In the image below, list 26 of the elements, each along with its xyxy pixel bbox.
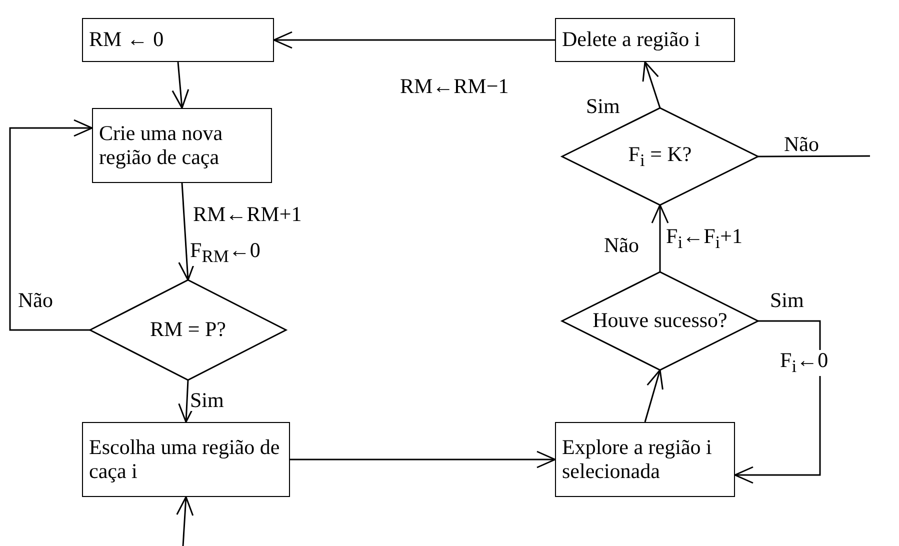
node-text: Crie uma nova região de caça xyxy=(99,122,224,169)
process-box xyxy=(555,18,735,62)
process-box xyxy=(92,108,272,183)
arrow xyxy=(642,61,661,108)
node-text: RM ← 0 xyxy=(89,28,164,52)
node-text: RM = P? xyxy=(150,318,226,342)
edge-label: Sim xyxy=(190,390,224,411)
arrow xyxy=(178,182,196,281)
arrow xyxy=(644,369,664,422)
arrow xyxy=(290,450,556,468)
node-text: F$_{i}$ = K? xyxy=(628,142,692,170)
arrow xyxy=(172,62,190,109)
arrow xyxy=(651,204,669,272)
assignment-label: F$_{i}$←0 xyxy=(780,350,828,376)
process-box xyxy=(555,422,735,497)
arrow xyxy=(734,320,821,484)
node-text: Explore a região i selecionada xyxy=(562,436,713,483)
arrow xyxy=(273,31,555,49)
node-text: Escolha uma região de caça i xyxy=(89,436,281,483)
assignment-label: F$_{RM}$←0 xyxy=(190,240,260,266)
node-text: Delete a região i xyxy=(562,28,700,52)
node-text: Houve sucesso? xyxy=(592,309,728,333)
process-box xyxy=(82,18,274,62)
arrow xyxy=(176,496,194,546)
arrow xyxy=(9,119,93,331)
process-box xyxy=(82,422,290,497)
